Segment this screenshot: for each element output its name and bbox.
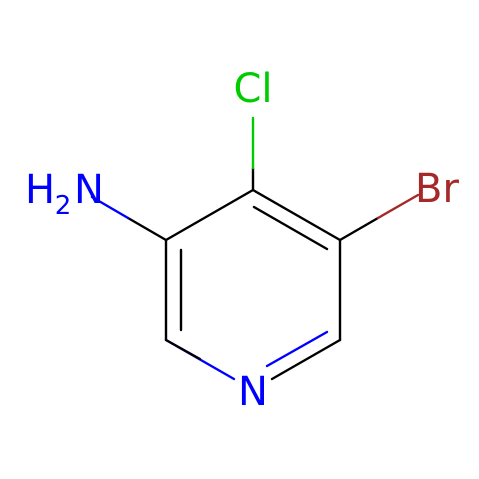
atom-amine-n-label: N: [74, 167, 104, 213]
bond-c6-n1-inner: [265, 330, 329, 368]
atom-labels: Cl Br N H 2 N: [25, 66, 460, 415]
atom-amine-subscript: 2: [55, 191, 72, 221]
substituent-bonds: [90, 116, 420, 242]
atom-cl-label: Cl: [233, 66, 272, 112]
bond-c4-c5-inner: [252, 205, 329, 251]
bond-n1-c2-half: [164, 338, 202, 361]
bond-c5-br: [338, 216, 380, 242]
bond-c3-nh2: [126, 216, 168, 242]
bond-c5-br-half: [376, 193, 420, 220]
bond-c4-c5: [251, 188, 342, 242]
atom-br-label: Br: [415, 166, 459, 212]
bond-c3-c4: [164, 188, 255, 242]
bond-c6-n1: [270, 338, 342, 381]
ring-bonds: [164, 188, 342, 381]
atom-amine-h-label: H: [25, 167, 55, 213]
bond-c3-nh2-half: [90, 195, 130, 220]
atom-ring-n-label: N: [238, 369, 268, 415]
